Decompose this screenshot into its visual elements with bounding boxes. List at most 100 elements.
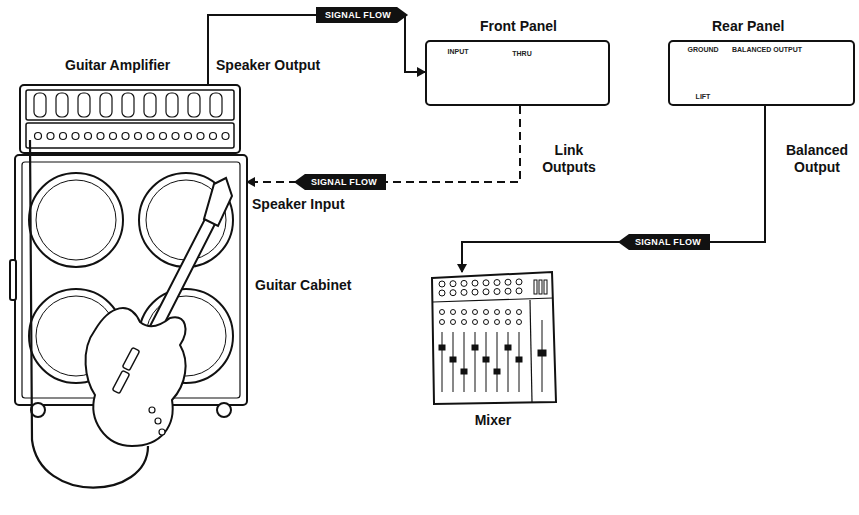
mixing-console-part-part xyxy=(472,289,478,295)
port-label: Speaker Input xyxy=(252,196,345,213)
amplifier-head-part xyxy=(20,85,240,153)
rear-panel-box: Rear PanelGROUNDLIFTBALANCED OUTPUT xyxy=(668,40,855,106)
speaker-cabinet-part xyxy=(31,403,45,417)
electric-guitar-part xyxy=(149,407,155,413)
electric-guitar-part xyxy=(112,370,129,393)
mixing-console-part-part xyxy=(473,310,478,315)
panel-marking: GROUND xyxy=(683,46,723,53)
mixing-console-part-part xyxy=(483,289,489,295)
mixing-console-part-part xyxy=(450,290,456,296)
mixing-console-part-part xyxy=(462,320,467,325)
amplifier-head xyxy=(20,85,240,153)
mixing-console-part-part xyxy=(464,332,465,392)
mixing-console-part-part xyxy=(508,332,509,392)
mixing-console-part-part xyxy=(450,281,456,287)
signal-cable xyxy=(208,15,425,85)
panel-marking: THRU xyxy=(505,50,539,57)
amplifier-head-part-part xyxy=(56,93,68,117)
signal-flow-badge: SIGNAL FLOW xyxy=(294,174,386,190)
electric-guitar xyxy=(30,140,232,488)
mixing-console-part xyxy=(530,300,532,402)
mixer-node: Mixer xyxy=(430,272,556,404)
mixing-console-part-part xyxy=(439,281,445,287)
electric-guitar-part xyxy=(122,347,139,370)
signal-flow-badge: SIGNAL FLOW xyxy=(618,234,710,250)
panel-marking: LIFT xyxy=(683,93,723,100)
mixing-console-part-part xyxy=(451,310,456,315)
amplifier-head-part-part xyxy=(100,93,112,117)
mixing-console-part-part xyxy=(506,310,511,315)
speaker-cabinet-part xyxy=(139,173,233,267)
mixing-console-part-part xyxy=(538,350,546,356)
mixing-console-part-part xyxy=(505,345,511,350)
cabinet-node: Guitar Cabinet xyxy=(15,155,247,405)
mixing-console-part-part xyxy=(450,357,456,362)
amplifier-head-part-part xyxy=(197,133,204,140)
speaker-cabinet-part xyxy=(10,260,16,300)
mixing-console-part-part xyxy=(439,290,445,296)
mixing-console-part-part xyxy=(462,310,467,315)
amplifier-head-part-part xyxy=(185,133,192,140)
mixing-console-part-part xyxy=(495,320,500,325)
port-label: Link Outputs xyxy=(532,142,606,176)
amplifier-head-part-part xyxy=(172,133,179,140)
speaker-cabinet-part xyxy=(36,180,116,260)
mixing-console-part-part xyxy=(534,280,537,294)
amplifier-head-part xyxy=(26,90,234,120)
port-label: Balanced Output xyxy=(778,142,856,176)
mixing-console-part-part xyxy=(475,332,476,392)
mixing-console-part xyxy=(433,298,553,302)
amplifier-head-part-part xyxy=(60,133,67,140)
mixing-console-part-part xyxy=(494,369,500,374)
mixing-console-part-part xyxy=(495,310,500,315)
electric-guitar-part xyxy=(204,178,232,226)
speaker-cabinet-part xyxy=(22,162,240,398)
mixing-console-part-part xyxy=(484,320,489,325)
amplifier-head-part-part xyxy=(210,133,217,140)
amplifier-head-part-part xyxy=(160,133,167,140)
mixing-console-part xyxy=(439,310,546,393)
mixing-console-part-part xyxy=(439,345,445,350)
amplifier-head-part-part xyxy=(166,93,178,117)
amplifier-head-part-part xyxy=(97,133,104,140)
amplifier-head-part-part xyxy=(122,93,134,117)
amplifier-head-part-part xyxy=(47,133,54,140)
mixing-console-part-part xyxy=(461,289,467,295)
mixing-console-part-part xyxy=(516,279,522,285)
amplifier-head-part-part xyxy=(72,133,79,140)
mixing-console-part-part xyxy=(494,289,500,295)
electric-guitar-part xyxy=(86,308,186,446)
amplifier-head-part-part xyxy=(122,133,129,140)
panel-marking: INPUT xyxy=(438,48,478,55)
mixing-console-part-part xyxy=(484,310,489,315)
mixing-console-part xyxy=(432,272,556,404)
amplifier-head-part-part xyxy=(147,133,154,140)
mixing-console-part-part xyxy=(517,310,522,315)
speaker-cabinet-part xyxy=(29,173,123,267)
mixing-console-part-part xyxy=(472,280,478,286)
speaker-cabinet-part xyxy=(217,403,231,417)
amplifier-head-part-part xyxy=(188,93,200,117)
signal-cable xyxy=(247,106,520,182)
amplifier-head-part-part xyxy=(35,133,42,140)
mixing-console-part-part xyxy=(516,288,522,294)
speaker-cabinet-part xyxy=(15,155,247,405)
front-panel-box: Front PanelINPUTTHRU xyxy=(425,40,610,106)
mixing-console-part-part xyxy=(451,320,456,325)
amplifier-head-part-part xyxy=(78,93,90,117)
mixing-console-part-part xyxy=(483,357,489,362)
amplifier-head-part xyxy=(34,93,222,117)
signal-cable xyxy=(462,106,765,272)
mixing-console-part-part xyxy=(539,280,542,294)
amplifier-head-part-part xyxy=(110,133,117,140)
mixing-console-part-part xyxy=(442,332,443,392)
amplifier-head-part-part xyxy=(210,93,222,117)
signal-flow-badge: SIGNAL FLOW xyxy=(316,7,408,23)
node-title: Rear Panel xyxy=(712,18,784,34)
mixing-console-part xyxy=(439,279,547,296)
mixing-console-part-part xyxy=(440,310,445,315)
speaker-cabinet xyxy=(10,155,247,417)
mixing-console xyxy=(432,272,556,404)
mixing-console-part-part xyxy=(483,280,489,286)
amplifier-head-part-part xyxy=(85,133,92,140)
